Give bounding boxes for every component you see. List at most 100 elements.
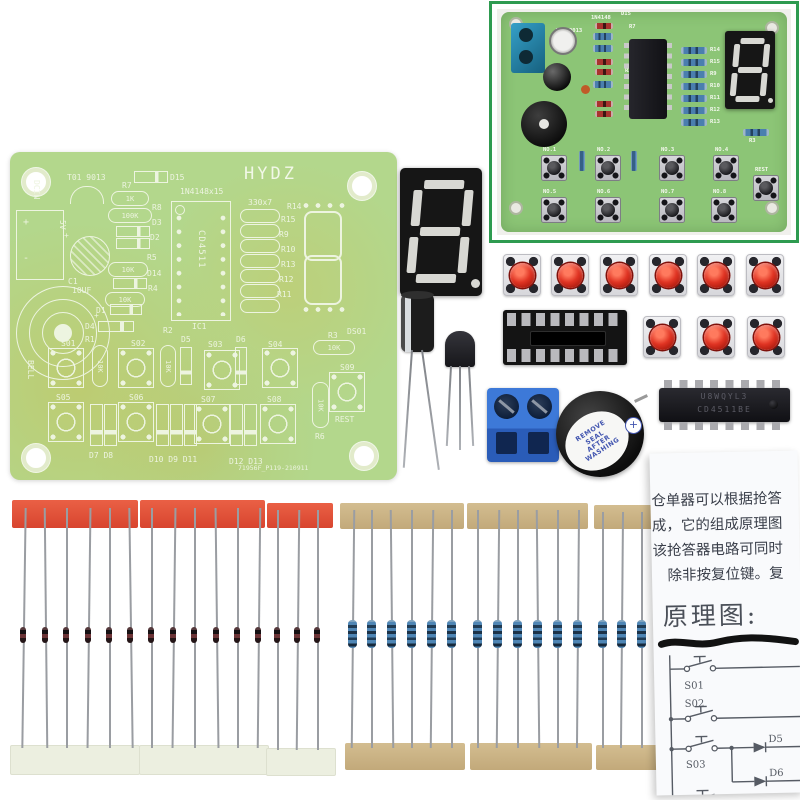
silk-switch-s08 [260, 404, 296, 444]
diode [127, 627, 133, 643]
chip-pins [664, 422, 785, 430]
socket-contacts [507, 349, 623, 362]
resistor [617, 620, 626, 648]
silk-r3-value: 10K [313, 340, 355, 355]
segment [735, 96, 760, 102]
component-lead [402, 349, 413, 468]
inset-terminal-block [511, 23, 545, 73]
diode [255, 627, 261, 643]
silk-diode-set: 1N4148x15 [180, 187, 224, 196]
inset-label-r7: R7 [629, 24, 636, 30]
silk-diode-d9 [170, 404, 183, 446]
inset-button-rest [753, 175, 779, 201]
inset-resistor [681, 119, 707, 126]
diode [294, 627, 300, 643]
terminal-screw [494, 394, 519, 419]
inset-label-r3: R3 [749, 138, 756, 144]
terminal-block [487, 388, 559, 462]
silk-r8-value: 100K [108, 208, 152, 223]
inset-display [725, 31, 775, 109]
silk-terminal-footprint [16, 210, 64, 280]
inset-resistor [681, 71, 707, 78]
diode [170, 627, 176, 643]
silk-r6-value: 10K [312, 382, 329, 428]
silk-diode-d2 [116, 238, 150, 249]
inset-capacitor-top [549, 27, 577, 55]
inset-button-no3 [659, 155, 685, 181]
silk-transistor-footprint [70, 186, 104, 204]
tape-strip [340, 503, 464, 529]
inset-capacitor [543, 63, 571, 91]
silk-diode-d4 [98, 321, 134, 332]
silk-diode-d5 [180, 347, 192, 385]
screw-slot [531, 399, 548, 414]
schematic-label-d5: D5 [768, 734, 783, 745]
inset-label-r10: R10 [710, 83, 720, 89]
tactile-button [503, 254, 541, 296]
silk-res-slot [240, 284, 280, 298]
tactile-button [551, 254, 589, 296]
chip-pins [667, 43, 672, 115]
schematic-label-s03: S03 [686, 759, 706, 770]
tactile-button [643, 316, 681, 358]
inset-label-no7: NO.7 [661, 189, 675, 195]
inset-resistor [681, 59, 707, 66]
diode [274, 627, 280, 643]
screw-slot [498, 399, 515, 414]
silk-r2-value: 10K [160, 345, 176, 387]
component-lead [421, 349, 440, 470]
silk-diode-d12 [230, 404, 243, 446]
silk-r8: R8 [152, 203, 162, 212]
silk-t01: T01 9013 [67, 173, 106, 182]
resistor [367, 620, 376, 648]
silk-diode-d8 [104, 404, 117, 446]
inset-label-rest: REST [755, 167, 769, 173]
segment [423, 180, 465, 189]
silk-r11: R11 [277, 290, 292, 299]
silk-r2: R2 [163, 326, 173, 335]
chip-dimple [769, 400, 778, 409]
inset-label-r9: R9 [710, 71, 717, 77]
resistor [553, 620, 562, 648]
silk-d15: D15 [170, 173, 185, 182]
socket-slot [530, 331, 606, 346]
schematic-drawing: S01 S02 S03 S04 D5 D6 D7 [668, 655, 800, 796]
silk-r7: R7 [122, 181, 132, 190]
segment [759, 73, 768, 96]
inset-label-9013: 9013 [569, 28, 583, 34]
tape-strip [596, 745, 660, 770]
mounting-hole [509, 201, 523, 215]
silk-s06: S06 [129, 393, 144, 402]
silk-s03: S03 [208, 340, 223, 349]
silk-s01: S01 [61, 339, 76, 348]
silk-d7d8: D7 D8 [89, 451, 114, 460]
chip-pins [624, 43, 629, 115]
diode [213, 627, 219, 643]
resistor [637, 620, 646, 648]
ic-chip: U8WQYL3 CD4511BE [659, 380, 790, 430]
assembled-board-photo: J1 9013 1N4148 D15 R7 R2 [489, 1, 799, 243]
silk-r7-value: 1K [111, 191, 149, 206]
schematic-label-s01: S01 [684, 680, 704, 691]
marker-stroke [657, 634, 799, 648]
tactile-button [746, 254, 784, 296]
silk-switch-s09 [329, 372, 365, 412]
silk-r12: R12 [279, 275, 294, 284]
schematic-title: 原理图: [662, 600, 759, 632]
resistor [573, 620, 582, 648]
silk-diode-d14 [113, 278, 147, 289]
silk-s02: S02 [131, 339, 146, 348]
diode [85, 627, 91, 643]
buzzer-pin [634, 394, 648, 403]
paper-text-line: 仓单器可以根据抢答 [651, 490, 783, 510]
silk-res-slot [240, 269, 280, 283]
component-lead [445, 365, 452, 446]
inset-button-no1 [541, 155, 567, 181]
pcb-brand: HYDZ [244, 164, 297, 184]
inset-diode [595, 23, 613, 29]
paper-text-line: 除非按复位键。复 [652, 565, 784, 585]
silk-ic1: IC1 [192, 322, 207, 331]
silk-digit-top [304, 211, 342, 261]
tactile-button [649, 254, 687, 296]
silk-r1-value: 10K [92, 345, 108, 387]
